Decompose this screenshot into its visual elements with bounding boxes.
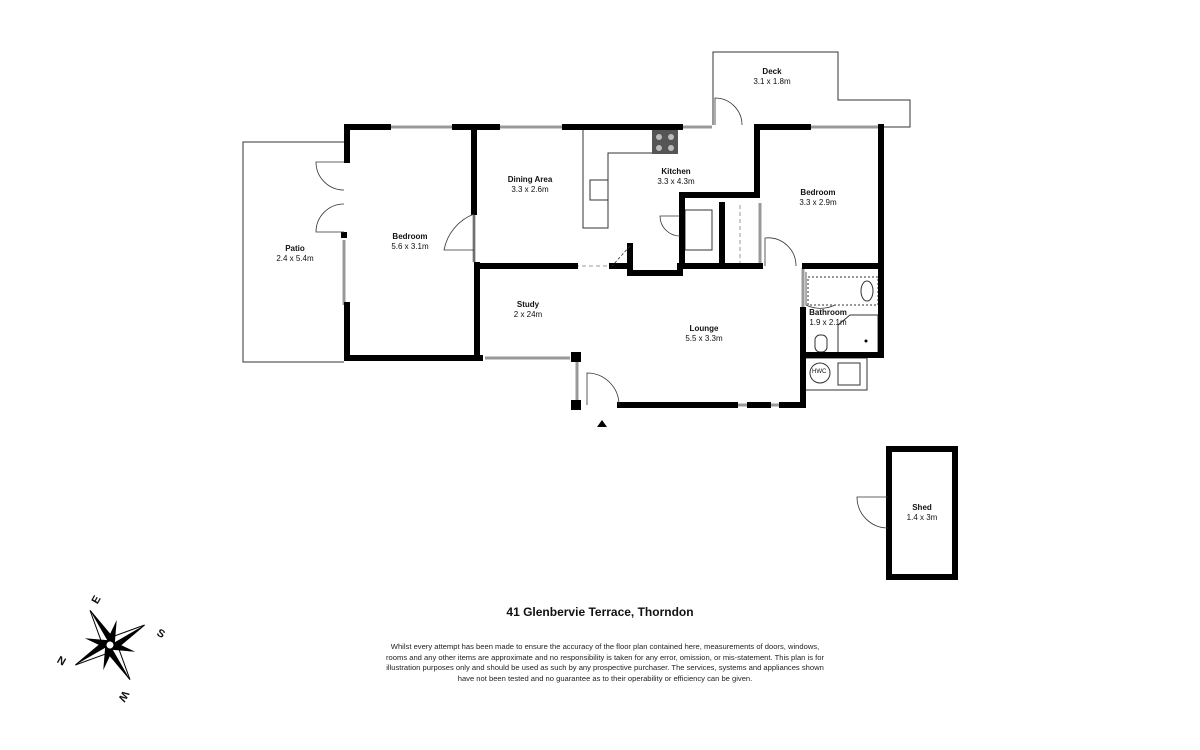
compass-rose [75,610,145,680]
cooktop [652,130,678,154]
walls [344,124,958,580]
entrance-marker [597,420,607,427]
hwc-label: HWC [812,369,827,375]
doors [315,97,889,529]
outdoor-outlines [242,51,911,391]
shed-walls [886,446,958,580]
kitchen-bench [582,130,659,229]
disclaimer: Whilst every attempt has been made to en… [386,642,824,683]
basin [860,280,874,302]
property-address: 41 Glenbervie Terrace, Thorndon [506,605,694,619]
fridge-space [684,209,713,251]
hwc-cylinder [809,362,831,384]
kitchen-sink [589,179,609,201]
deck-outline [712,51,911,128]
patio-outline [242,141,344,363]
washing-machine [837,362,861,386]
toilet [814,334,828,353]
